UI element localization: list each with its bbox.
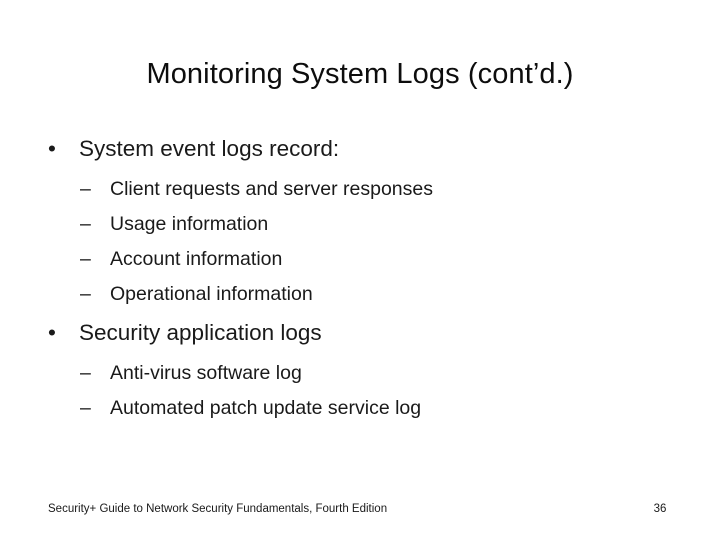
bullet-level2-label: Usage information <box>110 213 269 235</box>
bullet-item-level2: – Account information <box>0 242 720 277</box>
bullet-level2-label: Automated patch update service log <box>110 397 422 419</box>
bullet-item-level1: • System event logs record: <box>0 134 720 164</box>
page-number: 36 <box>653 503 667 515</box>
bullet-item-level2: – Automated patch update service log <box>0 391 720 426</box>
bullet-level1-label: System event logs record: <box>79 136 340 161</box>
bullet-dot-icon: • <box>48 320 56 345</box>
page-title: Monitoring System Logs (cont’d.) <box>146 58 574 90</box>
slide-body: • System event logs record: – Client req… <box>0 134 720 426</box>
bullet-item-level1: • Security application logs <box>0 318 720 348</box>
bullet-level2-label: Client requests and server responses <box>110 178 433 200</box>
dash-icon: – <box>80 178 91 200</box>
dash-icon: – <box>80 397 91 419</box>
dash-icon: – <box>80 283 91 305</box>
bullet-level2-label: Account information <box>110 248 283 270</box>
bullet-item-level2: – Operational information <box>0 277 720 312</box>
spacer <box>0 164 720 172</box>
bullet-level2-label: Anti-virus software log <box>110 362 302 384</box>
dash-icon: – <box>80 213 91 235</box>
dash-icon: – <box>80 248 91 270</box>
bullet-item-level2: – Usage information <box>0 207 720 242</box>
slide-footer: Security+ Guide to Network Security Fund… <box>0 500 720 520</box>
dash-icon: – <box>80 362 91 384</box>
bullet-level2-label: Operational information <box>110 283 313 305</box>
bullet-item-level2: – Anti-virus software log <box>0 356 720 391</box>
bullet-dot-icon: • <box>48 136 56 161</box>
spacer <box>0 348 720 356</box>
bullet-level1-label: Security application logs <box>79 320 322 345</box>
bullet-item-level2: – Client requests and server responses <box>0 172 720 207</box>
footer-source-text: Security+ Guide to Network Security Fund… <box>48 503 388 515</box>
